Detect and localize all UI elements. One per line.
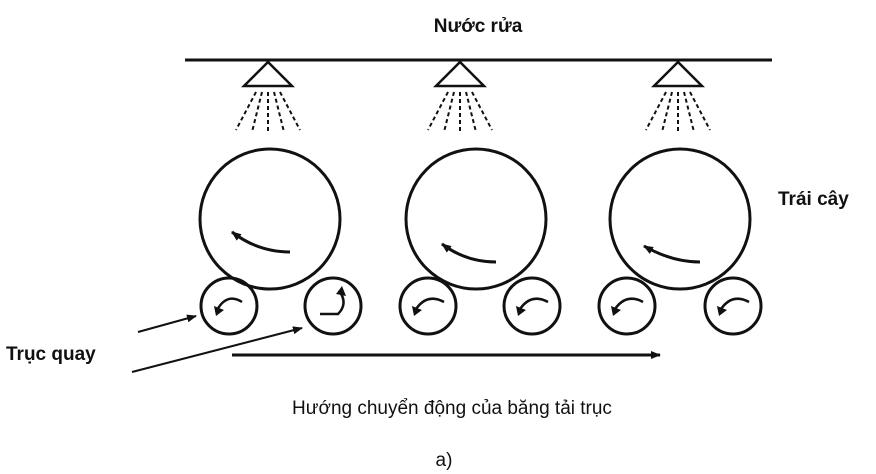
fruit xyxy=(198,147,342,291)
direction-label: Hướng chuyển động của băng tải trục xyxy=(292,398,612,419)
spray-nozzle xyxy=(235,60,301,133)
roller xyxy=(303,276,363,336)
figure-caption: a) xyxy=(436,450,453,471)
fruit xyxy=(404,147,548,291)
fruit xyxy=(608,147,752,291)
spray-nozzle xyxy=(645,60,711,133)
rollers-label: Trục quay xyxy=(6,344,96,365)
roller xyxy=(398,276,458,336)
roller xyxy=(703,276,763,336)
roller xyxy=(502,276,562,336)
rollers-pointer-arrow xyxy=(131,326,303,373)
roller xyxy=(597,276,657,336)
spray-nozzle xyxy=(427,60,493,133)
wash-water-label: Nước rửa xyxy=(434,16,523,37)
roller xyxy=(199,276,259,336)
fruit-label: Trái cây xyxy=(778,189,849,210)
rollers-pointer-arrow xyxy=(137,314,197,333)
